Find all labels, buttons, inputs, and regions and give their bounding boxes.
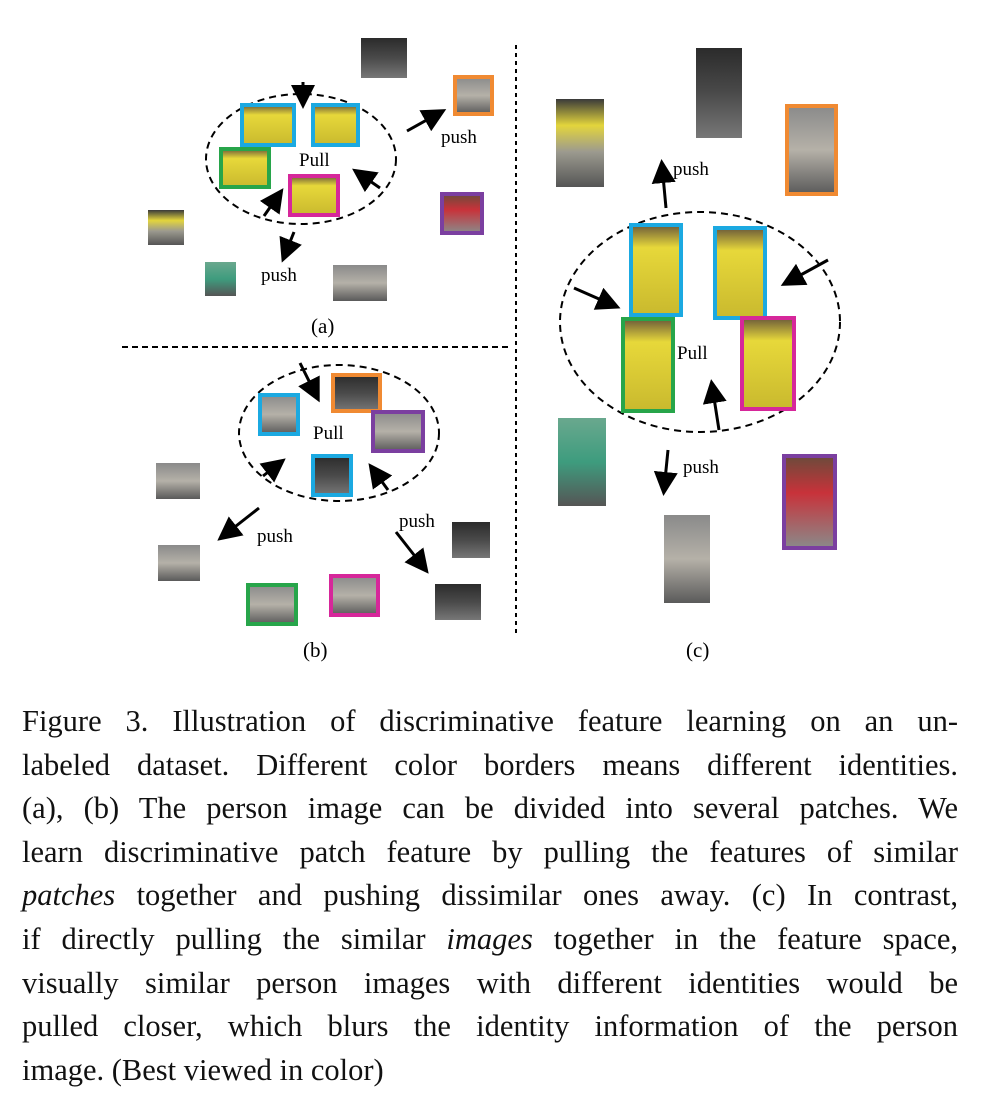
person-image (558, 418, 606, 506)
caption-line: image. (Best viewed in color) (22, 1052, 384, 1087)
person-image (556, 99, 604, 187)
person-patch (333, 265, 387, 301)
caption-emphasis: patches (22, 878, 116, 913)
arrow (368, 463, 393, 491)
caption-text: together and pushing dissimilar ones awa… (115, 878, 958, 913)
pull-label: Pull (677, 343, 708, 364)
caption-line: Figure 3. Illustration of discriminative… (22, 704, 958, 738)
person-patch (156, 463, 200, 499)
pull-label: Pull (313, 423, 344, 444)
arrow (259, 458, 286, 483)
push-label: push (257, 526, 293, 547)
arrow (217, 506, 260, 541)
person-patch-orange (331, 373, 382, 413)
person-patch (158, 545, 200, 581)
panel-b: Pull push push (b) (156, 362, 490, 662)
panel-label-b: (b) (303, 638, 328, 662)
panel-a: Pull push push (a) (148, 38, 494, 338)
person-patch-cyan (240, 103, 296, 147)
pull-cluster-ellipse (559, 211, 841, 433)
push-label: push (683, 457, 719, 478)
person-image-cyan (713, 226, 767, 320)
person-patch-cyan (311, 454, 353, 497)
arrow (406, 109, 447, 133)
caption-text: together in the feature space, (532, 921, 958, 956)
person-patch-purple (440, 192, 484, 235)
caption-line: labeled dataset. Different color borders… (22, 747, 958, 782)
person-patch-purple (371, 410, 425, 453)
panel-label-c: (c) (686, 638, 709, 662)
caption-text: if directly pulling the similar (22, 921, 447, 956)
arrow (653, 449, 678, 496)
arrow (651, 159, 676, 209)
person-image-purple (782, 454, 837, 550)
arrow (259, 188, 284, 217)
caption-line: pulled closer, which blurs the identity … (22, 1009, 958, 1044)
person-patch (205, 262, 236, 296)
caption-line: if directly pulling the similar images t… (22, 918, 958, 962)
caption-line: learn discriminative patch feature by pu… (22, 834, 958, 869)
arrow (573, 286, 621, 310)
panel-c: Pull push push (c) (556, 48, 841, 662)
person-patch-orange (453, 75, 494, 116)
arrow (352, 168, 381, 193)
person-patch-cyan (311, 103, 360, 147)
person-patch (435, 584, 481, 620)
person-patch-green (219, 147, 271, 189)
person-patch-magenta (329, 574, 380, 617)
person-image (664, 515, 710, 603)
pull-cluster-ellipse (238, 364, 440, 502)
pull-label: Pull (299, 150, 330, 171)
push-label: push (261, 265, 297, 286)
push-label: push (441, 127, 477, 148)
person-patch (361, 38, 407, 78)
arrow (780, 258, 829, 286)
person-image-cyan (629, 223, 683, 317)
figure-caption: Figure 3. Illustration of discriminative… (22, 700, 958, 1092)
push-label: push (399, 511, 435, 532)
person-patch (452, 522, 490, 558)
push-label: push (673, 159, 709, 180)
pull-cluster-ellipse (205, 93, 397, 225)
arrow (298, 362, 320, 403)
caption-line: visually similar person images with diff… (22, 965, 958, 1000)
panel-label-a: (a) (311, 314, 334, 338)
person-image-orange (785, 104, 838, 196)
caption-emphasis: images (446, 921, 533, 956)
arrow (702, 379, 727, 431)
person-patch-magenta (288, 174, 340, 217)
arrow (394, 531, 429, 574)
person-patch (148, 210, 184, 245)
caption-line: (a), (b) The person image can be divided… (22, 791, 958, 826)
arrow (279, 231, 302, 263)
person-image (696, 48, 742, 138)
person-patch-green (246, 583, 298, 626)
caption-line: patches together and pushing dissimilar … (22, 874, 958, 918)
person-image-green (621, 317, 675, 413)
person-patch-cyan (258, 393, 300, 436)
person-image-magenta (740, 316, 796, 411)
figure-diagram: Pull push push (a) Pull push push (b) (122, 38, 841, 662)
